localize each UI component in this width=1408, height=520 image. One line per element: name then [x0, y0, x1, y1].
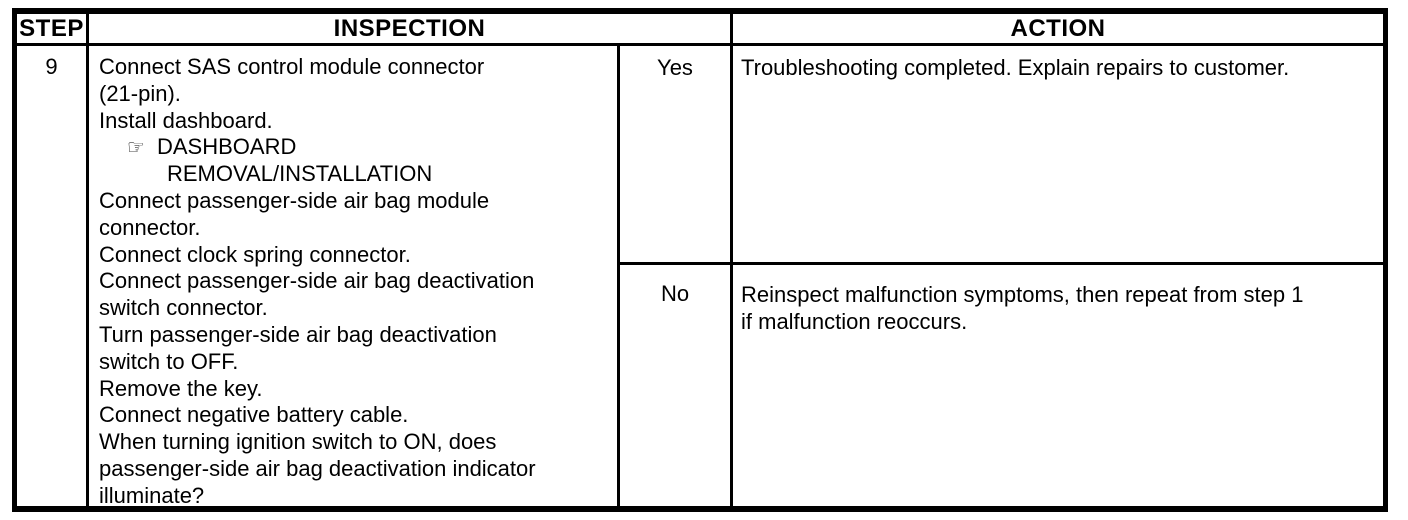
header-step-label: STEP: [19, 14, 84, 42]
header-action-label: ACTION: [1010, 14, 1106, 42]
inspection-line: passenger-side air bag deactivation indi…: [99, 455, 536, 481]
inspection-line: Connect passenger-side air bag deactivat…: [99, 268, 535, 294]
inspection-line: switch connector.: [99, 295, 268, 321]
no-action-cell: Reinspect malfunction symptoms, then rep…: [733, 265, 1383, 506]
inspection-line: switch to OFF.: [99, 348, 239, 374]
inspection-line-reference: ☞ DASHBOARD: [99, 134, 613, 161]
inspection-line: Connect clock spring connector.: [99, 241, 411, 267]
inspection-line: Connect passenger-side air bag module: [99, 187, 490, 213]
inspection-line: Remove the key.: [99, 375, 263, 401]
header-inspection-cell: INSPECTION: [89, 14, 733, 46]
inspection-line: connector.: [99, 214, 201, 240]
inspection-line: illuminate?: [99, 482, 205, 506]
action-line: if malfunction reoccurs.: [741, 309, 968, 334]
yes-action-cell: Troubleshooting completed. Explain repai…: [733, 46, 1383, 265]
header-inspection-label: INSPECTION: [333, 14, 486, 42]
action-line: Troubleshooting completed. Explain repai…: [741, 55, 1290, 80]
yes-label-cell: Yes: [620, 46, 733, 265]
inspection-line: When turning ignition switch to ON, does: [99, 429, 497, 455]
header-action-cell: ACTION: [733, 14, 1383, 46]
reference-title: DASHBOARD: [157, 134, 297, 160]
step-number-cell: 9: [17, 46, 89, 506]
inspection-line: Connect negative battery cable.: [99, 402, 409, 428]
inspection-line: (21-pin).: [99, 80, 181, 106]
inspection-line-reference: REMOVAL/INSTALLATION: [167, 161, 433, 187]
yes-label: Yes: [657, 55, 693, 80]
step-number: 9: [45, 54, 58, 79]
inspection-line: Install dashboard.: [99, 107, 273, 133]
header-step-cell: STEP: [17, 14, 89, 46]
pointing-hand-icon: ☞: [127, 135, 145, 160]
inspection-line: Connect SAS control module connector: [99, 54, 485, 79]
troubleshooting-table: STEP INSPECTION ACTION 9 Connect SAS con…: [12, 8, 1388, 512]
inspection-line: Turn passenger-side air bag deactivation: [99, 321, 497, 347]
inspection-cell: Connect SAS control module connector (21…: [89, 46, 620, 506]
no-label: No: [660, 281, 690, 306]
no-label-cell: No: [620, 265, 733, 506]
action-line: Reinspect malfunction symptoms, then rep…: [741, 282, 1304, 307]
